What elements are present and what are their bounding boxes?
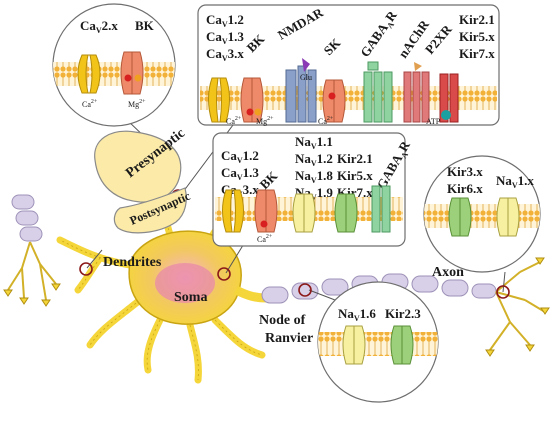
soma-channel-box: CaV1.2 CaV1.3 CaV3.x BK NaV1.1 NaV1.2 Na… [212, 132, 415, 247]
dendrite-bk-channel [240, 77, 264, 123]
dendrite-channel-box: CaV1.2 CaV1.3 CaV3.x BK NMDAR SK GABAAR … [197, 4, 500, 126]
node-na-channel [342, 325, 366, 365]
ca-ion-label: Ca2+ [82, 99, 98, 109]
mg-ion-label: Mg2+ [128, 99, 146, 109]
synapse: Presynaptic Postsynaptic [94, 126, 193, 234]
atp-label: ATP [426, 117, 441, 126]
nachr-channel [403, 71, 430, 123]
axon-channel-circle: Kir3.x Kir6.x NaV1.x [423, 155, 541, 273]
postsynaptic-terminal [113, 187, 187, 234]
atp-molecule [441, 110, 451, 120]
bk-channel [120, 51, 144, 95]
neuron [3, 188, 550, 384]
dendrites-label: Dendrites [103, 255, 162, 270]
svg-text:CaV1.3: CaV1.3 [206, 29, 244, 46]
svg-text:CaV1.2: CaV1.2 [206, 12, 244, 29]
soma-label: Soma [174, 290, 207, 305]
node-of-ranvier-label-line1: Node of [259, 313, 306, 328]
node-kir-channel [390, 325, 414, 365]
presynaptic-terminal [94, 130, 182, 203]
dendrite-ca-ion-label: Ca2+ [226, 116, 242, 126]
axon-terminals [489, 261, 546, 351]
left-neurite [3, 194, 61, 307]
svg-text:Kir3.x: Kir3.x [447, 164, 483, 179]
soma-bk-channel [254, 189, 278, 233]
soma-na-channel [292, 193, 316, 233]
soma-kir-list: Kir2.1 Kir5.x Kir7.x [337, 151, 373, 200]
svg-text:NaV1.8: NaV1.8 [295, 168, 333, 185]
soma-kir-channel [334, 193, 358, 233]
axon-myelin [261, 273, 497, 304]
sk-channel [322, 79, 346, 123]
svg-text:CaV1.2: CaV1.2 [221, 148, 259, 165]
axon-na-channel [496, 197, 520, 237]
sk-ca-ion-label: Ca2+ [318, 116, 334, 126]
svg-text:NaV1.2: NaV1.2 [295, 151, 333, 168]
svg-text:Kir2.1: Kir2.1 [459, 12, 495, 27]
axon-nav-label: NaV1.x [496, 173, 534, 190]
node-channel-circle: NaV1.6 Kir2.3 [317, 281, 439, 403]
soma-ca-channel [222, 189, 244, 233]
glu-label: Glu [300, 73, 312, 82]
glu-ligand [302, 58, 310, 72]
svg-text:CaV3.x: CaV3.x [206, 46, 244, 63]
dendrite-mg-ion-label: Mg2+ [256, 116, 274, 126]
p2xr-channel [439, 73, 459, 123]
svg-text:Kir2.1: Kir2.1 [337, 151, 373, 166]
soma-nav-list: NaV1.1 NaV1.2 NaV1.8 NaV1.9 [295, 134, 333, 202]
dendrite-ca-channel [208, 77, 230, 123]
cav2x-channel [77, 54, 101, 94]
cav2x-label: CaV2.x [80, 18, 118, 35]
bk-label: BK [135, 18, 155, 33]
dendrite-kir-list: Kir2.1 Kir5.x Kir7.x [459, 12, 495, 61]
svg-text:Kir6.x: Kir6.x [447, 181, 483, 196]
axon-kir-channel [448, 197, 472, 237]
soma-cav-list: CaV1.2 CaV1.3 CaV3.x [221, 148, 259, 199]
node-of-ranvier-label-line2: Ranvier [265, 331, 313, 346]
svg-text:CaV1.3: CaV1.3 [221, 165, 259, 182]
axon-kir-list: Kir3.x Kir6.x [447, 164, 483, 196]
node-nav-label: NaV1.6 [338, 306, 376, 323]
dendrite-gaba-channel [363, 71, 393, 123]
soma-ca-ion-label: Ca2+ [257, 234, 273, 244]
svg-text:Kir5.x: Kir5.x [337, 168, 373, 183]
axon-label: Axon [432, 265, 464, 280]
svg-text:Kir7.x: Kir7.x [459, 46, 495, 61]
dendrite-cav-list: CaV1.2 CaV1.3 CaV3.x [206, 12, 244, 63]
node-kir-label: Kir2.3 [385, 306, 421, 321]
svg-text:Kir5.x: Kir5.x [459, 29, 495, 44]
svg-text:NaV1.1: NaV1.1 [295, 134, 333, 151]
nucleus [155, 263, 215, 303]
presynaptic-channel-circle: CaV2.x BK Ca2+ Mg2+ [52, 3, 176, 127]
soma-gaba-channel [371, 185, 391, 233]
